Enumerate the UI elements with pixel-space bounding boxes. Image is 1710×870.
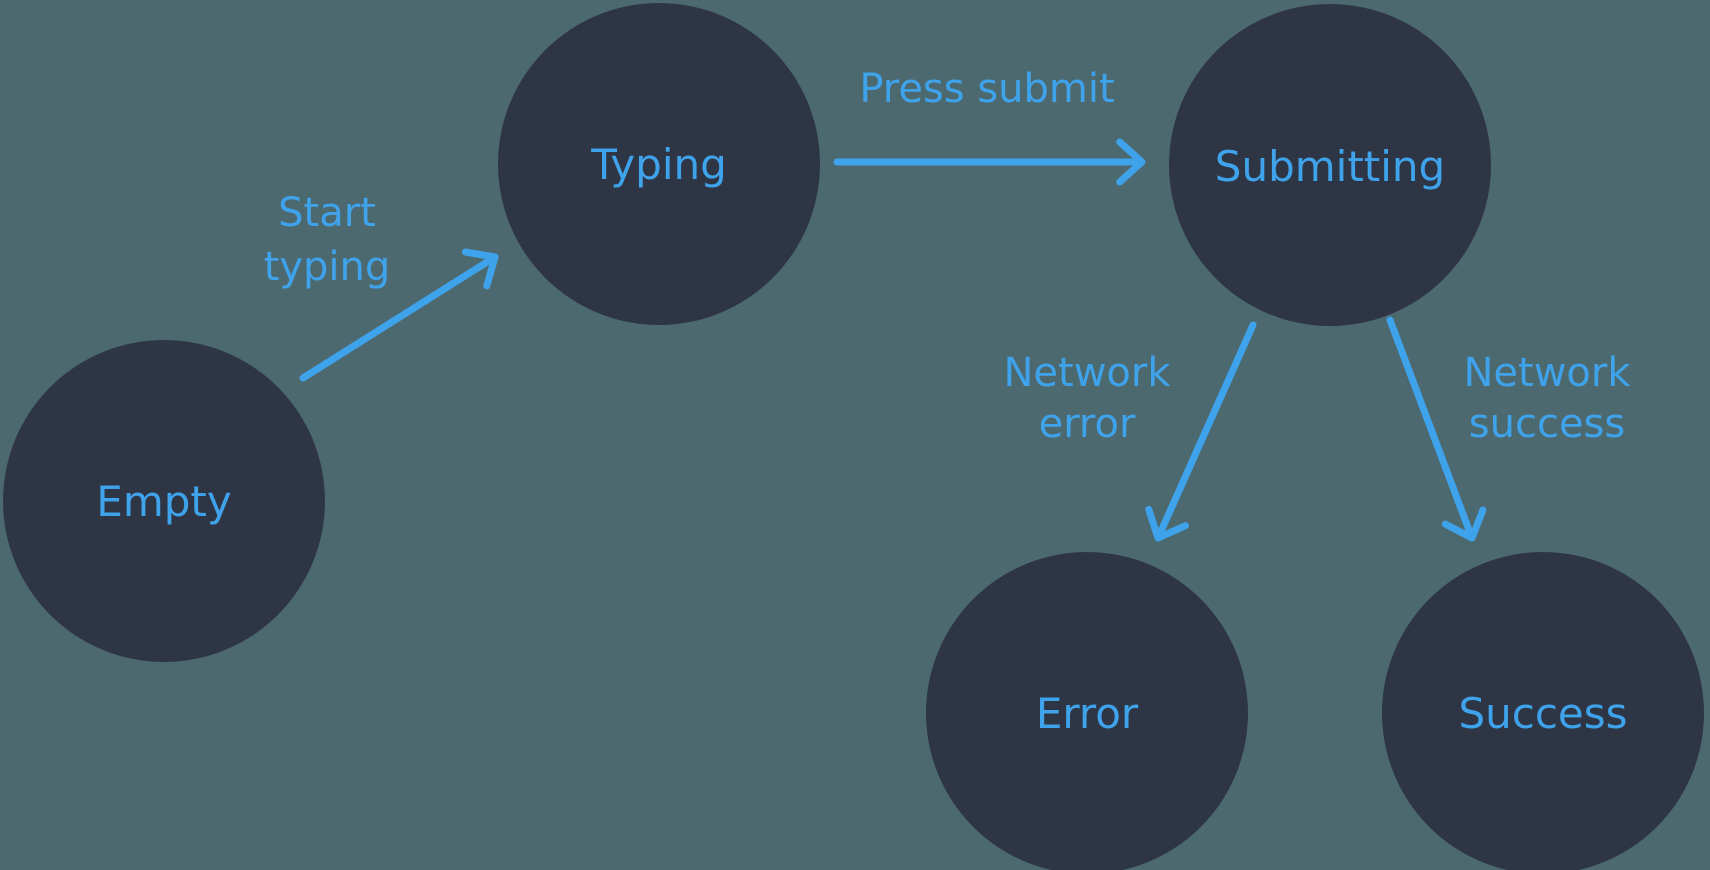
edge-arrow-network-success [1386, 316, 1487, 542]
edge-label-network-error-line1: Network [1003, 350, 1171, 396]
edge-arrow-start-typing [299, 248, 499, 382]
state-label-submitting: Submitting [1215, 142, 1445, 191]
edge-label-network-success-line1: Network [1463, 350, 1631, 396]
state-node-empty: Empty [3, 340, 325, 662]
state-label-success: Success [1458, 689, 1627, 738]
state-circle-typing [498, 3, 820, 325]
edge-arrow-network-error [1145, 321, 1257, 542]
edge-label-start-typing-line1: Start [278, 190, 376, 236]
edge-label-network-error-line2: error [1039, 401, 1136, 447]
state-circle-empty [3, 340, 325, 662]
state-node-error: Error [926, 552, 1248, 870]
state-label-error: Error [1036, 689, 1139, 738]
edge-label-start-typing-line2: typing [264, 244, 391, 290]
state-node-typing: Typing [498, 3, 820, 325]
state-node-submitting: Submitting [1169, 4, 1491, 326]
state-label-empty: Empty [96, 477, 231, 526]
edge-label-press-submit: Press submit [859, 66, 1114, 112]
state-node-success: Success [1382, 552, 1704, 870]
edge-label-network-success-line2: success [1469, 401, 1625, 447]
state-circle-submitting [1169, 4, 1491, 326]
state-circle-success [1382, 552, 1704, 870]
edge-arrow-press-submit [833, 138, 1146, 186]
state-circle-error [926, 552, 1248, 870]
state-label-typing: Typing [590, 140, 727, 189]
